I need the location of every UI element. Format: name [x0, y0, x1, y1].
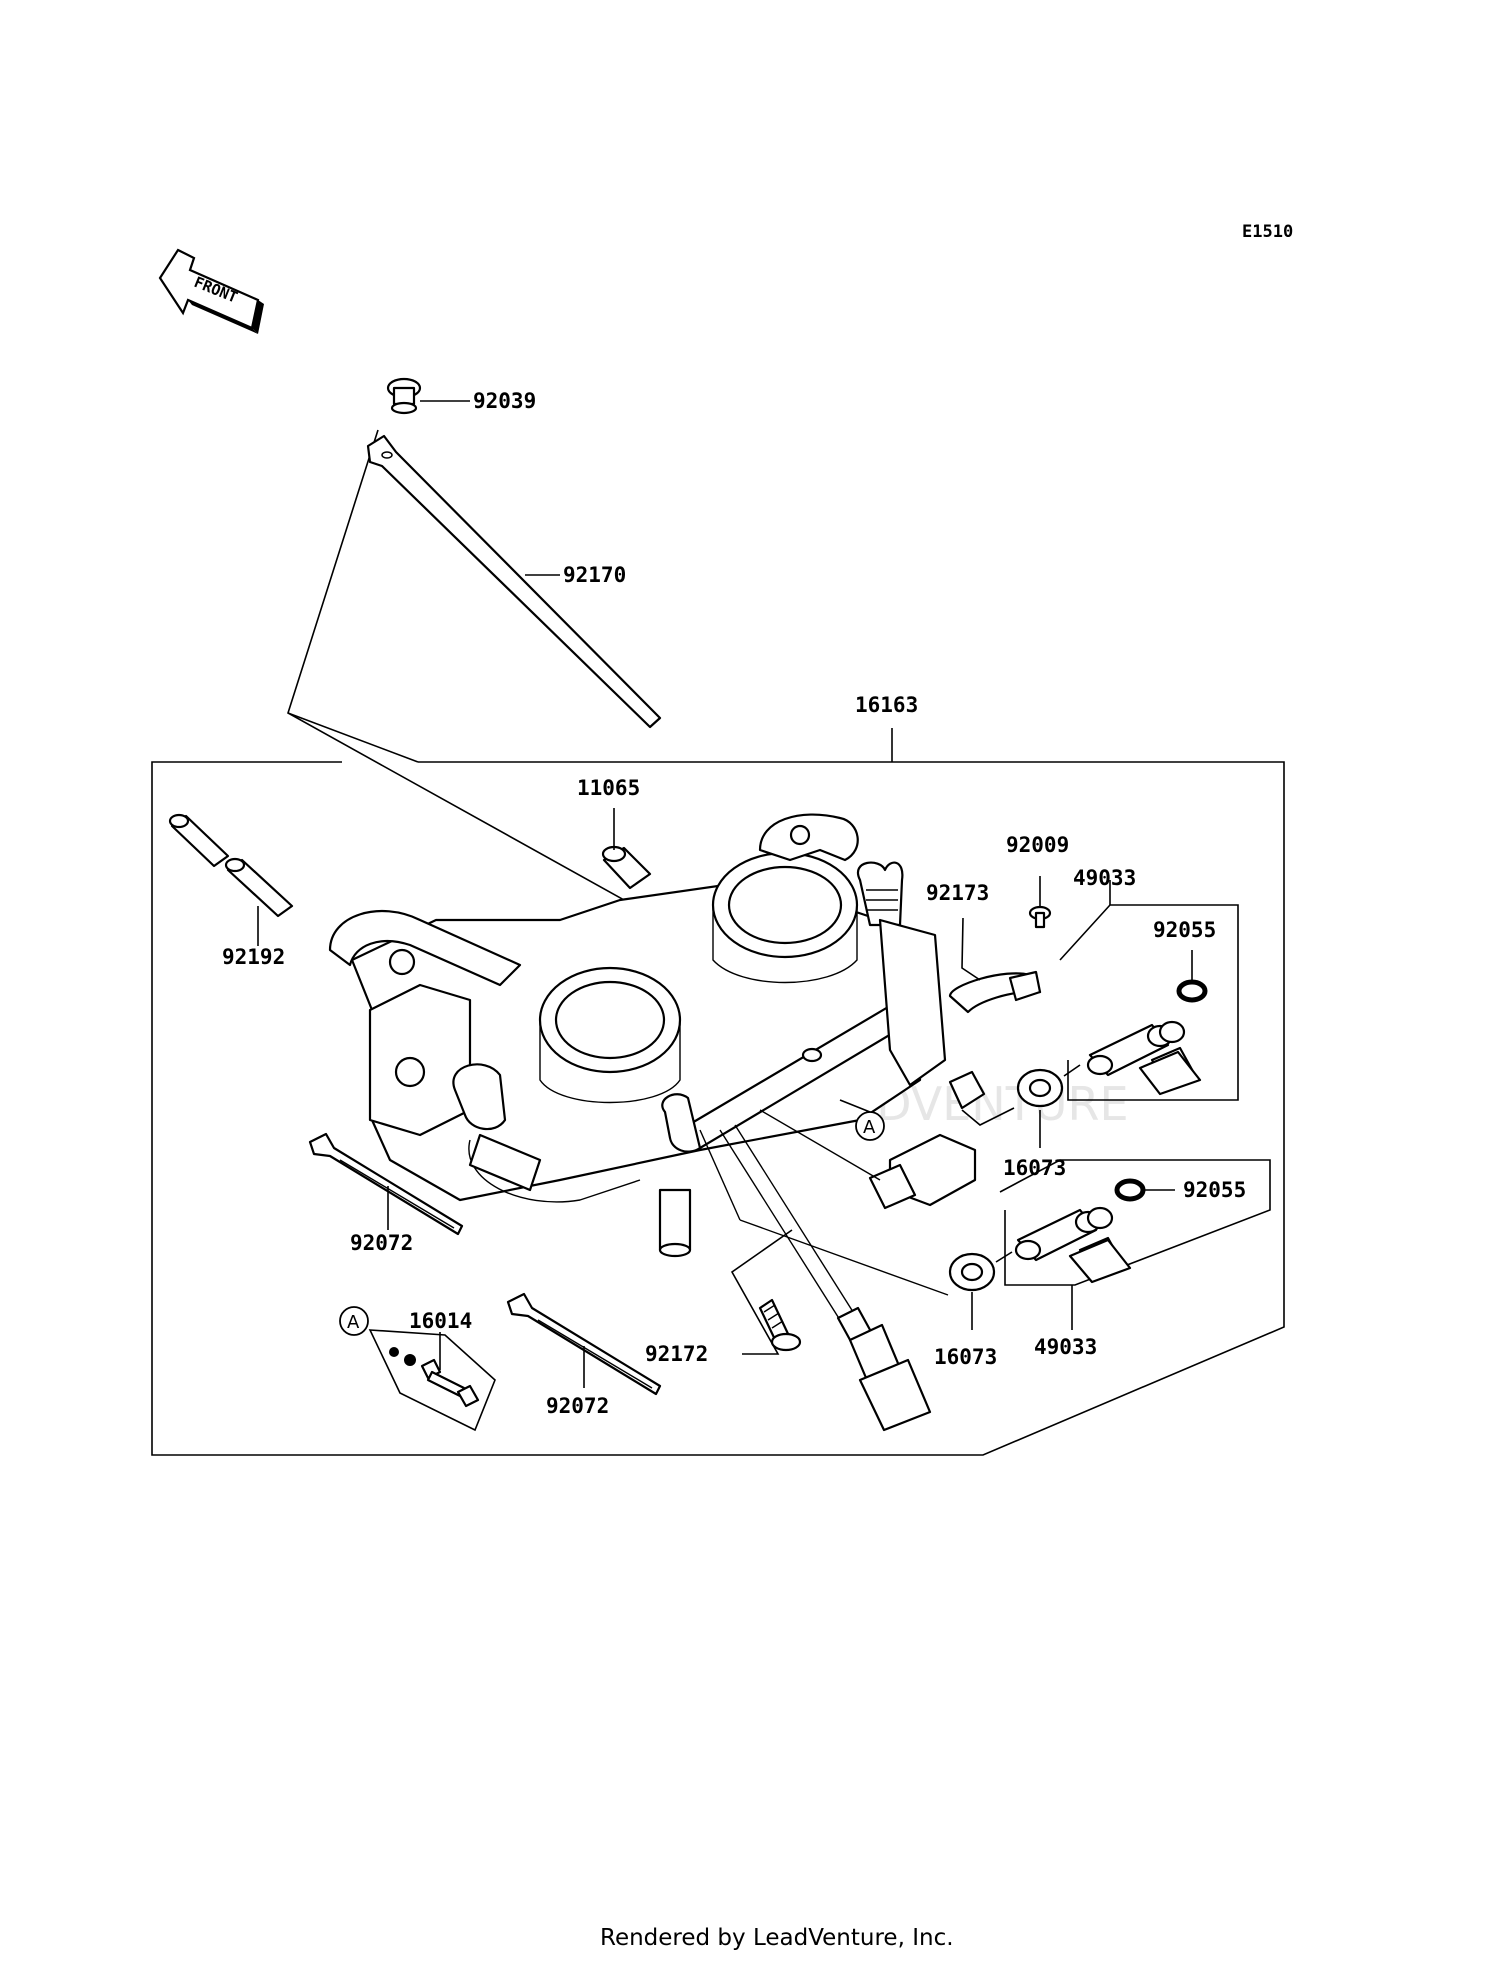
tie-wrap-92072-left: [308, 1132, 464, 1236]
bolt-92039: [386, 377, 470, 415]
part-number: 16073: [1003, 1156, 1066, 1180]
footer-credit: Rendered by LeadVenture, Inc.: [600, 1925, 954, 1951]
kit-16014: A: [339, 1306, 496, 1432]
svg-text:A: A: [863, 1117, 876, 1138]
injector-group-upper: [1059, 880, 1239, 1101]
hose-92192: [168, 813, 294, 946]
part-number: 16163: [855, 693, 918, 717]
part-number: 92192: [222, 945, 285, 969]
washer-16073-upper: [961, 1064, 1081, 1148]
assembly-frame: [151, 728, 1285, 1456]
sleeve-11065: [601, 808, 652, 890]
diagram-code: E1510: [1242, 222, 1293, 242]
part-number: 16014: [409, 1309, 472, 1333]
part-number: 92173: [926, 881, 989, 905]
part-number: 11065: [577, 776, 640, 800]
front-arrow-icon: FRONT: [158, 248, 264, 334]
strap-92170: [366, 434, 662, 729]
part-number: 92072: [546, 1394, 609, 1418]
ref-marker-a-assembly: A: [839, 1099, 885, 1141]
throttle-body-icon: [328, 813, 986, 1321]
part-number: 92172: [645, 1342, 708, 1366]
part-number: 16073: [934, 1345, 997, 1369]
part-number: 92055: [1153, 918, 1216, 942]
tie-wrap-92072-right: [506, 1292, 662, 1396]
part-number: 92072: [350, 1231, 413, 1255]
part-number: 49033: [1073, 866, 1136, 890]
part-number: 49033: [1034, 1335, 1097, 1359]
svg-text:A: A: [347, 1312, 360, 1333]
part-number: 92055: [1183, 1178, 1246, 1202]
injector-group-lower: [999, 1159, 1271, 1330]
part-number: 92170: [563, 563, 626, 587]
wire-connector: [836, 1306, 932, 1432]
screw-92172: [730, 1229, 802, 1355]
washer-16073-lower: [948, 1251, 1013, 1330]
part-number: 92009: [1006, 833, 1069, 857]
part-number: 92039: [473, 389, 536, 413]
clamp-92173: [948, 876, 1052, 1014]
